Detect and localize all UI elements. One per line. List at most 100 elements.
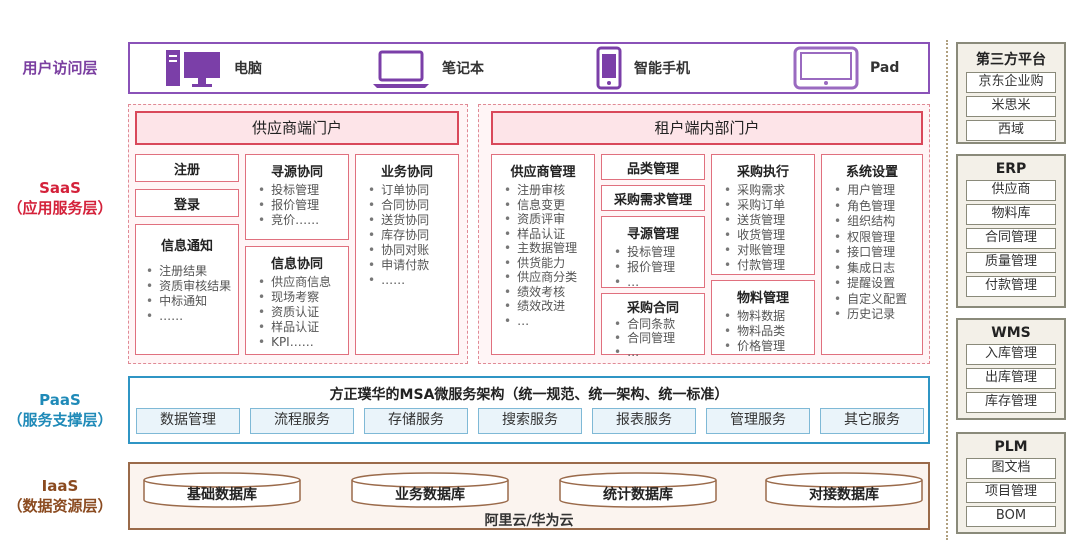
list-item: 订单协同 — [368, 183, 458, 198]
iaas-layer-label: IaaS （数据资源层） — [0, 476, 120, 516]
list-item: 供应商分类 — [504, 270, 594, 285]
tenant-portal: 租户端内部门户 供应商管理 注册审核 信息变更 资质评审 样品认证 主数据管理 … — [478, 104, 930, 364]
service-workflow[interactable]: 流程服务 — [250, 408, 354, 434]
device-label: Pad — [870, 60, 900, 76]
device-laptop: 笔记本 — [370, 44, 484, 92]
list-item: 主数据管理 — [504, 241, 594, 256]
side-item[interactable]: 入库管理 — [966, 344, 1056, 365]
tablet-icon — [793, 46, 859, 90]
list-item: 收货管理 — [724, 228, 814, 243]
category-mgmt-box[interactable]: 品类管理 — [601, 154, 705, 180]
database-business: 业务数据库 — [350, 472, 510, 508]
settings-box: 系统设置 用户管理 角色管理 组织结构 权限管理 接口管理 集成日志 提醒设置 … — [821, 154, 923, 355]
list-item: 集成日志 — [834, 261, 922, 277]
register-button[interactable]: 注册 — [135, 154, 239, 182]
side-item[interactable]: 出库管理 — [966, 368, 1056, 389]
material-title: 物料管理 — [736, 291, 789, 306]
database-icon — [143, 472, 301, 508]
side-item[interactable]: 付款管理 — [966, 276, 1056, 297]
list-item: …… — [368, 273, 458, 288]
list-item: 绩效改进 — [504, 299, 594, 314]
business-collab-title: 业务协同 — [380, 165, 433, 180]
side-item[interactable]: 物料库 — [966, 204, 1056, 225]
list-item: 送货协同 — [368, 213, 458, 228]
list-item: 权限管理 — [834, 230, 922, 246]
service-search[interactable]: 搜索服务 — [478, 408, 582, 434]
contract-title: 采购合同 — [626, 301, 679, 316]
list-item: 资质认证 — [258, 305, 348, 320]
laptop-icon — [373, 50, 429, 88]
notice-box: 信息通知 注册结果 资质审核结果 中标通知 …… — [135, 224, 239, 355]
side-item[interactable]: 西域 — [966, 120, 1056, 141]
service-report[interactable]: 报表服务 — [592, 408, 696, 434]
list-item: 资质评审 — [504, 212, 594, 227]
erp-panel: ERP 供应商 物料库 合同管理 质量管理 付款管理 — [956, 154, 1066, 308]
side-item[interactable]: BOM — [966, 506, 1056, 527]
sourcing-collab-title: 寻源协同 — [270, 165, 323, 180]
service-data-mgmt[interactable]: 数据管理 — [136, 408, 240, 434]
supplier-portal-title: 供应商端门户 — [135, 111, 459, 145]
saas-name: SaaS — [39, 179, 81, 197]
list-item: 供货能力 — [504, 256, 594, 271]
device-tablet: Pad — [792, 44, 899, 92]
list-item: 竞价…… — [258, 213, 348, 228]
list-item: 付款管理 — [724, 258, 814, 273]
iaas-layer: 基础数据库 业务数据库 统计数据库 对接数据库 阿里云/华为云 — [128, 462, 930, 530]
side-item[interactable]: 京东企业购 — [966, 72, 1056, 93]
list-item: 报价管理 — [258, 198, 348, 213]
list-item: 报价管理 — [614, 260, 704, 275]
user-access-layer: 电脑 笔记本 智能手机 Pad — [128, 42, 930, 94]
database-label: 统计数据库 — [603, 487, 673, 503]
wms-panel: WMS 入库管理 出库管理 库存管理 — [956, 318, 1066, 420]
paas-desc: （服务支撑层） — [7, 411, 113, 429]
list-item: … — [614, 345, 704, 359]
list-item: … — [614, 275, 704, 290]
side-item[interactable]: 米思米 — [966, 96, 1056, 117]
iaas-name: IaaS — [41, 477, 79, 495]
iaas-desc: （数据资源层） — [7, 497, 113, 515]
service-storage[interactable]: 存储服务 — [364, 408, 468, 434]
paas-title: 方正璞华的MSA微服务架构（统一规范、统一架构、统一标准） — [329, 387, 729, 403]
list-item: 用户管理 — [834, 183, 922, 199]
list-item: KPI…… — [258, 335, 348, 350]
demand-mgmt-box[interactable]: 采购需求管理 — [601, 185, 705, 211]
database-statistics: 统计数据库 — [558, 472, 718, 508]
supplier-mgmt-box: 供应商管理 注册审核 信息变更 资质评审 样品认证 主数据管理 供货能力 供应商… — [491, 154, 595, 355]
list-item: 历史记录 — [834, 307, 922, 323]
service-management[interactable]: 管理服务 — [706, 408, 810, 434]
list-item: 提醒设置 — [834, 276, 922, 292]
list-item: 供应商信息 — [258, 275, 348, 290]
database-icon — [351, 472, 509, 508]
paas-name: PaaS — [39, 391, 81, 409]
database-label: 基础数据库 — [187, 487, 257, 503]
side-item[interactable]: 供应商 — [966, 180, 1056, 201]
execution-title: 采购执行 — [736, 165, 789, 180]
plm-panel: PLM 图文档 项目管理 BOM — [956, 432, 1066, 534]
saas-layer-label: SaaS （应用服务层） — [0, 178, 120, 218]
sourcing-mgmt-title: 寻源管理 — [626, 227, 679, 242]
device-label: 电脑 — [234, 61, 262, 77]
list-item: 现场考察 — [258, 290, 348, 305]
side-item[interactable]: 库存管理 — [966, 392, 1056, 413]
list-item: 组织结构 — [834, 214, 922, 230]
side-item[interactable]: 图文档 — [966, 458, 1056, 479]
login-button[interactable]: 登录 — [135, 189, 239, 217]
list-item: 物料品类 — [724, 324, 814, 339]
info-collab-title: 信息协同 — [270, 257, 323, 272]
database-icon — [765, 472, 923, 508]
settings-title: 系统设置 — [845, 165, 898, 180]
list-item: 接口管理 — [834, 245, 922, 261]
list-item: 样品认证 — [504, 227, 594, 242]
side-item[interactable]: 质量管理 — [966, 252, 1056, 273]
side-item[interactable]: 项目管理 — [966, 482, 1056, 503]
desktop-icon — [166, 50, 220, 87]
supplier-mgmt-title: 供应商管理 — [510, 165, 576, 180]
list-item: 绩效考核 — [504, 285, 594, 300]
device-desktop: 电脑 — [164, 44, 262, 92]
list-item: 注册结果 — [146, 264, 238, 279]
side-title: WMS — [991, 325, 1031, 341]
side-item[interactable]: 合同管理 — [966, 228, 1056, 249]
list-item: 投标管理 — [258, 183, 348, 198]
sourcing-mgmt-box: 寻源管理 投标管理 报价管理 … — [601, 216, 705, 290]
service-other[interactable]: 其它服务 — [820, 408, 924, 434]
